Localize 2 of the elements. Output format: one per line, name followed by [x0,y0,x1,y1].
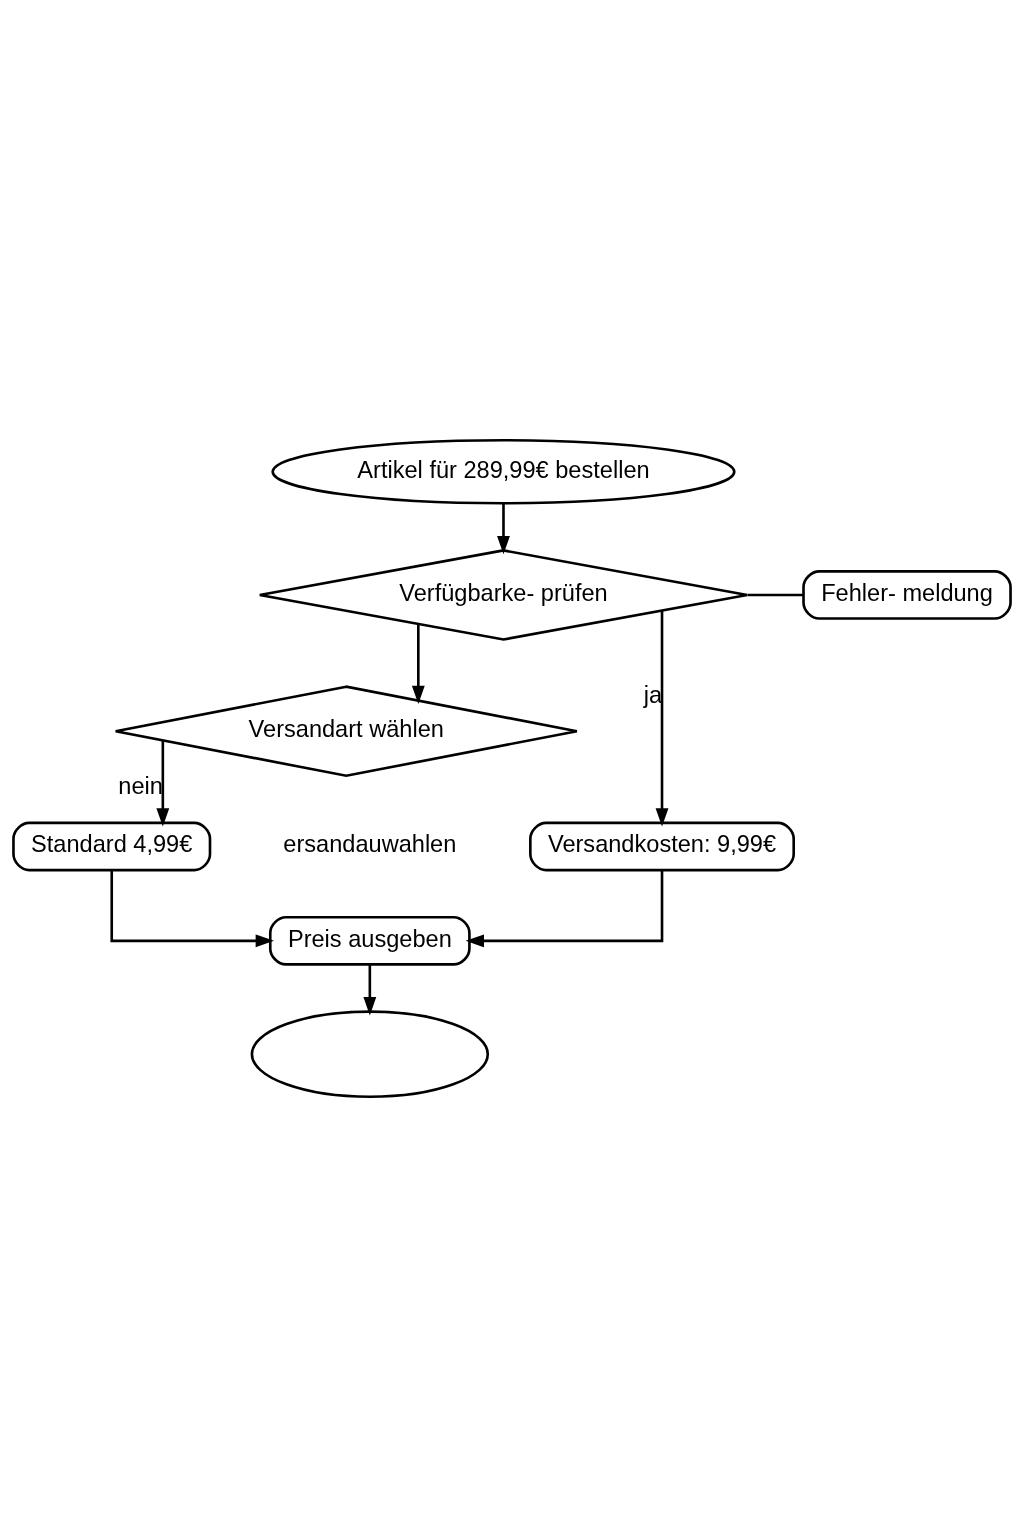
edge-label: ja [643,681,663,708]
label: ersandauwahlen [283,830,457,857]
